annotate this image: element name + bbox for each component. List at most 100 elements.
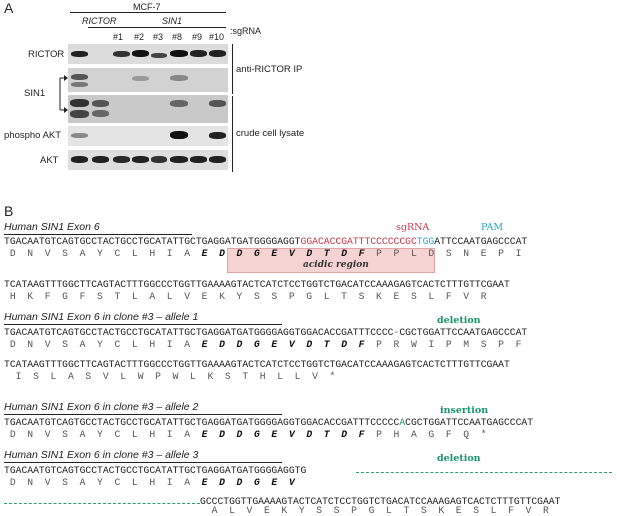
allele3-aa-line2: A L V E K Y S S P G L T S K E S L F V R <box>200 505 549 516</box>
panel-b-letter: B <box>4 203 14 219</box>
band <box>170 100 188 107</box>
band <box>92 110 109 117</box>
acidic-aa-seq: E D D G E V D T D F <box>201 429 365 440</box>
exon6-aa-line2: H K F G F S T L A L V E K Y S S P G L T … <box>4 291 487 302</box>
dna-seq: TGACAATGTCAGTGCCTACTGCCTGCATATTGCTGAGGAT… <box>4 236 301 247</box>
allele1-title-rule <box>4 324 282 325</box>
allele2-title: Human SIN1 Exon 6 in clone #3 – allele 2 <box>4 401 199 413</box>
band <box>209 50 226 57</box>
allele1-dna-line1: TGACAATGTCAGTGCCTACTGCCTGCATATTGCTGAGGAT… <box>4 327 527 338</box>
exon6-aa-line1: D N V S A Y C L H I A E D D G E V D T D … <box>4 248 522 259</box>
allele1-aa-line1: D N V S A Y C L H I A E D D G E V D T D … <box>4 339 522 350</box>
lysate-bracket <box>232 96 233 172</box>
band <box>151 156 167 163</box>
lane-label: #9 <box>192 32 203 42</box>
sin1-bracket-arrows <box>59 75 68 113</box>
allele3-annotation: deletion <box>437 453 481 464</box>
lane-label: #8 <box>172 32 183 42</box>
allele3-deletion-dash-1 <box>356 472 612 473</box>
band <box>132 76 149 81</box>
exon6-title-rule <box>4 234 192 235</box>
dna-seq: CGCTGGATTCCAATGAGCCCAT <box>399 327 528 338</box>
allele2-dna-line1: TGACAATGTCAGTGCCTACTGCCTGCATATTGCTGAGGAT… <box>4 417 533 428</box>
group-rule-sin1 <box>112 27 226 28</box>
allele3-title: Human SIN1 Exon 6 in clone #3 – allele 3 <box>4 449 199 461</box>
band <box>209 132 226 139</box>
pam-label: PAM <box>481 222 504 233</box>
dna-seq: TGACAATGTCAGTGCCTACTGCCTGCATATTGCTGAGGAT… <box>4 327 394 338</box>
deletion-mark: - <box>393 327 400 338</box>
blot-sin1-lysate <box>68 95 228 123</box>
band <box>71 133 88 138</box>
band <box>70 99 89 107</box>
allele3-deletion-dash-2 <box>4 503 200 504</box>
ip-bracket <box>232 44 233 94</box>
aa-seq: P P L D S N E P I <box>364 248 522 259</box>
lane-label: #2 <box>134 32 145 42</box>
band <box>92 156 109 163</box>
allele3-aa-line1: D N V S A Y C L H I A E D D G E V <box>4 477 295 488</box>
band <box>71 51 88 57</box>
insertion-mark: A <box>399 417 406 428</box>
band <box>113 51 130 57</box>
row-label-sin1: SIN1 <box>24 88 46 99</box>
band <box>70 110 89 118</box>
sgrna-seq: GGACACCGATTTCCCCCCGC <box>300 236 417 247</box>
allele1-annotation: deletion <box>437 315 481 326</box>
allele1-aa-line2: I S L A S V L W P W L K S T H L L V * <box>4 371 336 382</box>
aa-seq: P R W I P M S P F <box>364 339 522 350</box>
band <box>190 156 207 163</box>
acidic-aa-seq: E D D G E V <box>201 477 295 488</box>
allele1-title: Human SIN1 Exon 6 in clone #3 – allele 1 <box>4 311 199 323</box>
band <box>113 156 130 163</box>
cell-line-label: MCF-7 <box>133 2 161 12</box>
exon6-dna-line2: TCATAAGTTTGGCTTCAGTACTTTGGCCCTGGTTGAAAAG… <box>4 279 510 290</box>
dna-seq: ATTCCAATGAGCCCAT <box>434 236 528 247</box>
row-label-akt: AKT <box>40 155 59 166</box>
acidic-region-box <box>227 248 435 273</box>
dna-seq: TGACAATGTCAGTGCCTACTGCCTGCATATTGCTGAGGAT… <box>4 417 400 428</box>
sgrna-label: sgRNA <box>396 222 430 233</box>
row-label-rictor: RICTOR <box>28 49 65 60</box>
aa-seq: D N V S A Y C L H I A <box>4 429 202 440</box>
aa-seq: P H A G F Q * <box>364 429 487 440</box>
band <box>190 50 207 57</box>
band <box>71 156 88 163</box>
band <box>71 74 88 80</box>
exon6-dna-line1: TGACAATGTCAGTGCCTACTGCCTGCATATTGCTGAGGAT… <box>4 236 527 247</box>
allele2-annotation: insertion <box>440 405 489 416</box>
lane-label: #10 <box>209 32 225 42</box>
band <box>132 156 149 163</box>
lane-label: #3 <box>153 32 164 42</box>
band <box>71 82 88 87</box>
cell-line-rule <box>70 12 226 13</box>
allele1-dna-line2: TCATAAGTTTGGCTTCAGTACTTTGGCCCTGGTTGAAAAG… <box>4 359 510 370</box>
acidic-region-label: acidic region <box>303 260 369 270</box>
pam-seq: TGG <box>416 236 435 247</box>
allele3-dna-line2: GCCCTGGTTGAAAAGTACTCATCTCCTGGTCTGACATCCA… <box>200 496 561 507</box>
dna-seq: CGCTGGATTCCAATGAGCCCAT <box>405 417 534 428</box>
band <box>170 50 188 57</box>
band <box>92 100 109 107</box>
band <box>170 156 188 163</box>
aa-seq: D N V S A Y C L H I A <box>4 477 202 488</box>
allele3-dna-line1: TGACAATGTCAGTGCCTACTGCCTGCATATTGCTGAGGAT… <box>4 465 307 476</box>
sgrna-suffix: :sgRNA <box>230 26 262 36</box>
band <box>132 50 149 57</box>
lane-label: #1 <box>113 32 124 42</box>
acidic-aa-seq: E D D G E V D T D F <box>201 248 365 259</box>
panel-a-letter: A <box>4 0 14 16</box>
band <box>170 131 188 139</box>
blot-phospho-akt <box>68 126 228 146</box>
row-label-phospho-akt: phospho AKT <box>4 130 62 141</box>
allele2-title-rule <box>4 414 282 415</box>
acidic-aa-seq: E D D G E V D T D F <box>201 339 365 350</box>
band <box>209 156 226 163</box>
group-label-rictor: RICTOR <box>82 16 117 26</box>
aa-seq: D N V S A Y C L H I A <box>4 248 202 259</box>
exon6-title: Human SIN1 Exon 6 <box>4 221 100 233</box>
side-label-ip: anti-RICTOR IP <box>236 64 303 75</box>
band <box>170 75 188 81</box>
allele2-aa-line1: D N V S A Y C L H I A E D D G E V D T D … <box>4 429 487 440</box>
side-label-lysate: crude cell lysate <box>236 128 305 139</box>
